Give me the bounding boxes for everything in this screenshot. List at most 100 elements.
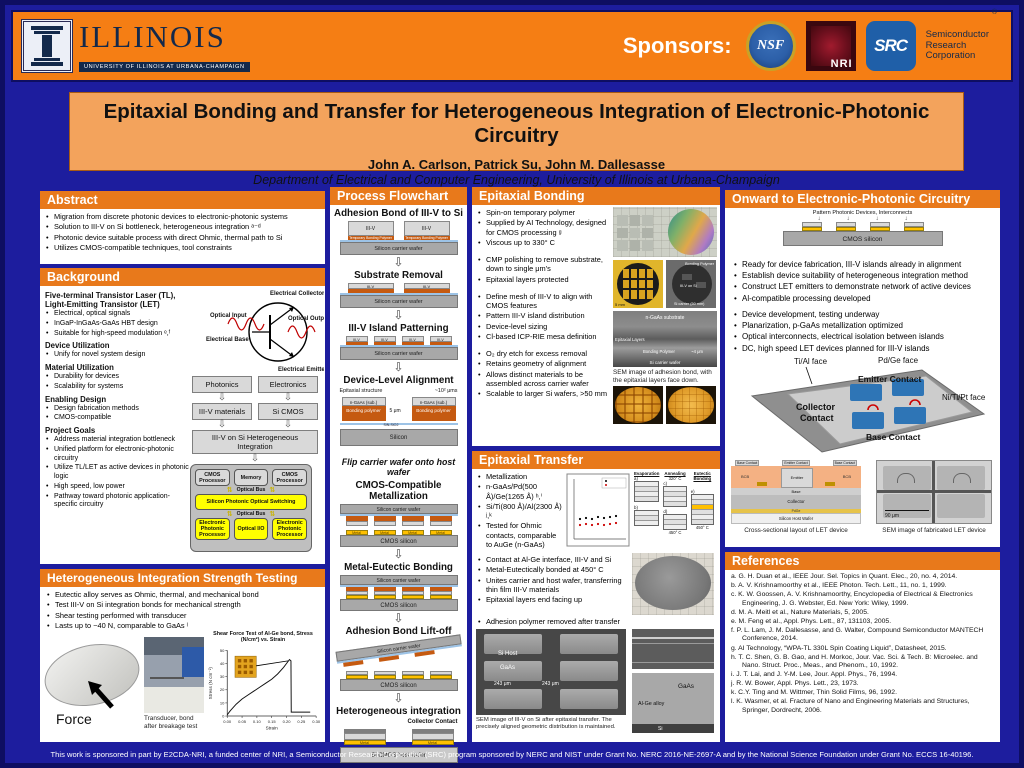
force-arrow-icon	[88, 681, 114, 709]
polymer-layer	[429, 587, 452, 591]
temperature-label: 450° C	[668, 530, 682, 535]
bonding-bullet: Epitaxial layers protected	[477, 275, 609, 285]
bonding-title: Epitaxial Bonding	[472, 187, 720, 205]
polymer-layer: Temporary Bonding Polymer	[347, 236, 394, 240]
silicon-carrier-layer: Silicon carrier wafer	[339, 242, 458, 255]
tl-heading: Five-terminal Transistor Laser (TL), Lig…	[45, 291, 176, 309]
silicon-layer: Silicon	[339, 429, 458, 446]
si-host-layer: Si CMOS host wafer	[339, 747, 458, 763]
carrier-wafer-photo: Bonding Polymer III-V on Si Si carrier (…	[666, 260, 716, 308]
bonding-polymer-label: Bonding Polymer	[685, 262, 714, 266]
svg-text:0.20: 0.20	[283, 719, 292, 724]
stack-letter: e)	[690, 489, 695, 494]
goals-heading: Project Goals	[45, 426, 96, 435]
illinois-logo: ILLINOIS UNIVERSITY OF ILLINOIS AT URBAN…	[21, 19, 250, 73]
du-heading: Device Utilization	[45, 341, 110, 351]
reference-item: i. J. T. Lai, and J. Y-M. Lee, Jour. App…	[731, 671, 898, 679]
nitipt-face-label: Ni/Ti/Pt face	[942, 393, 986, 402]
references-list: a. G. H. Duan et al., IEEE Jour. Sel. To…	[725, 570, 1000, 719]
flow-electronics: Electronics	[258, 376, 318, 393]
silicon-carrier-layer: Silicon carrier wafer	[339, 347, 458, 360]
pdge-strip: PdGe	[731, 509, 861, 513]
reference-item: f. P. L. Lam, J. M. Dallesasse, and G. W…	[731, 626, 984, 643]
gold-wafer-photo	[666, 386, 716, 425]
background-text: Five-terminal Transistor Laser (TL), Lig…	[45, 288, 191, 511]
bonding-group2: CMP polishing to remove substrate, down …	[477, 255, 609, 284]
optical-bus-label: Optical Bus	[236, 487, 266, 493]
svg-text:Stress (N cm⁻²): Stress (N cm⁻²)	[208, 667, 213, 700]
cmos-silicon-layer: CMOS silicon	[339, 679, 458, 691]
transfer-sem-main: Si Host GaAs 243 μm 243 μm	[476, 629, 626, 715]
tlm-chart	[566, 473, 630, 547]
strength-bullet: Shear testing performed with transducer	[46, 611, 318, 621]
reference-item: e. M. Feng et al., Appl. Phys. Lett., 87…	[731, 617, 892, 625]
bus-arrow-icon: ⇅	[269, 486, 276, 494]
iiiv-layer	[401, 521, 424, 526]
electrical-base-label: Electrical Base	[206, 337, 249, 343]
flowchart-panel: Process Flowchart Adhesion Bond of III-V…	[330, 187, 467, 763]
svg-text:40: 40	[220, 661, 225, 666]
svg-text:0.15: 0.15	[268, 719, 277, 724]
transfer-sem-caption: SEM image of III-V on Si after epitaxial…	[476, 717, 616, 731]
iiiv-layer: III-V	[373, 336, 396, 342]
stack-letter: d)	[663, 509, 668, 514]
down-arrow-icon: ⇩	[393, 611, 404, 625]
memory-box: Memory	[233, 469, 269, 486]
iiiv-layer	[835, 222, 856, 227]
polymer-layer	[401, 342, 424, 345]
electronic-photonic-processor-box: Electronic Photonic Processor	[272, 518, 308, 540]
bonding-bullet: Scalable to larger Si wafers, >50 mm	[477, 389, 609, 399]
xsec-caption: Cross-sectional layout of LET device	[744, 527, 848, 534]
nri-logo-icon: NRI	[805, 21, 856, 71]
chart-title: Shear Force Test of Al-Ge bond, Stress (…	[213, 631, 313, 643]
svg-text:0.00: 0.00	[223, 719, 232, 724]
ngaas-substrate-label: n-GaAs substrate	[645, 315, 685, 321]
optical-bus-label: Optical Bus	[236, 511, 266, 517]
polymer-layer	[345, 342, 368, 345]
onward-group2: Device development, testing underwayPlan…	[733, 310, 993, 355]
dimension-label: ~10² μms	[434, 388, 458, 394]
emitter-contact-label: Emitter Contact	[858, 374, 921, 384]
onward-title: Onward to Electronic-Photonic Circuitry	[725, 190, 1000, 208]
en-bullets: Design fabrication methodsCMOS-compatibl…	[45, 405, 191, 424]
onward-bullet: Ready for device fabrication, III-V isla…	[733, 260, 993, 270]
svg-text:Strain: Strain	[266, 726, 279, 731]
epitaxial-structure-label: Epitaxial structure	[339, 388, 383, 394]
transfer-bullet: Metallization	[477, 472, 563, 482]
iiiv-layer	[345, 591, 368, 595]
si-label: Si	[658, 726, 663, 732]
base-strip: Base	[731, 488, 861, 495]
metal-layer	[401, 675, 424, 679]
collector-contact-label: Collector Contact	[407, 719, 458, 725]
strength-bullet: Eutectic alloy serves as Ohmic, thermal,…	[46, 590, 318, 600]
flow-si-cmos: Si CMOS	[258, 403, 318, 420]
bonded-wafer-photo	[632, 553, 714, 615]
cmos-silicon-layer: CMOS silicon	[339, 535, 458, 547]
polymer-layer	[373, 516, 396, 521]
step4-diagram: Epitaxial structure ~10² μms n-GaAs (sub…	[339, 388, 458, 454]
abstract-bullet: Migration from discrete photonic devices…	[45, 212, 320, 222]
metal-layer: Metal	[411, 740, 454, 745]
cmos-silicon-layer: CMOS silicon	[339, 599, 458, 611]
bonding-panel: Epitaxial Bonding Spin-on temporary poly…	[472, 187, 720, 446]
svg-text:30: 30	[220, 674, 225, 679]
iiiv-layer: III-V	[429, 336, 452, 342]
metal-layer: Metal	[343, 740, 386, 745]
background-bullet: CMOS-compatible	[45, 414, 191, 423]
metal-layer	[429, 675, 452, 679]
references-panel: References a. G. H. Duan et al., IEEE Jo…	[725, 552, 1000, 742]
step1-title: Adhesion Bond of III-V to Si	[334, 208, 463, 219]
mu-bullets: Durability for devicesScalability for sy…	[45, 373, 191, 392]
poster-title: Epitaxial Bonding and Transfer for Heter…	[103, 100, 930, 147]
metal-layer: Metal	[373, 530, 396, 535]
flow-photonics: Photonics	[192, 376, 252, 393]
silicon-carrier-layer: Silicon carrier wafer	[339, 504, 458, 514]
bonding-bullet: CMP polishing to remove substrate, down …	[477, 255, 609, 274]
collector-contact-label2: Contact	[800, 413, 834, 423]
step3-title: III-V Island Patterning	[348, 323, 449, 334]
background-bullet: InGaP-InGaAs-GaAs HBT design	[45, 320, 191, 329]
transfer-bullet: Metal-Eutectically bonded at 450° C	[477, 565, 627, 575]
iiiv-layer: III-V	[401, 336, 424, 342]
transfer-sem-side1	[632, 629, 714, 669]
